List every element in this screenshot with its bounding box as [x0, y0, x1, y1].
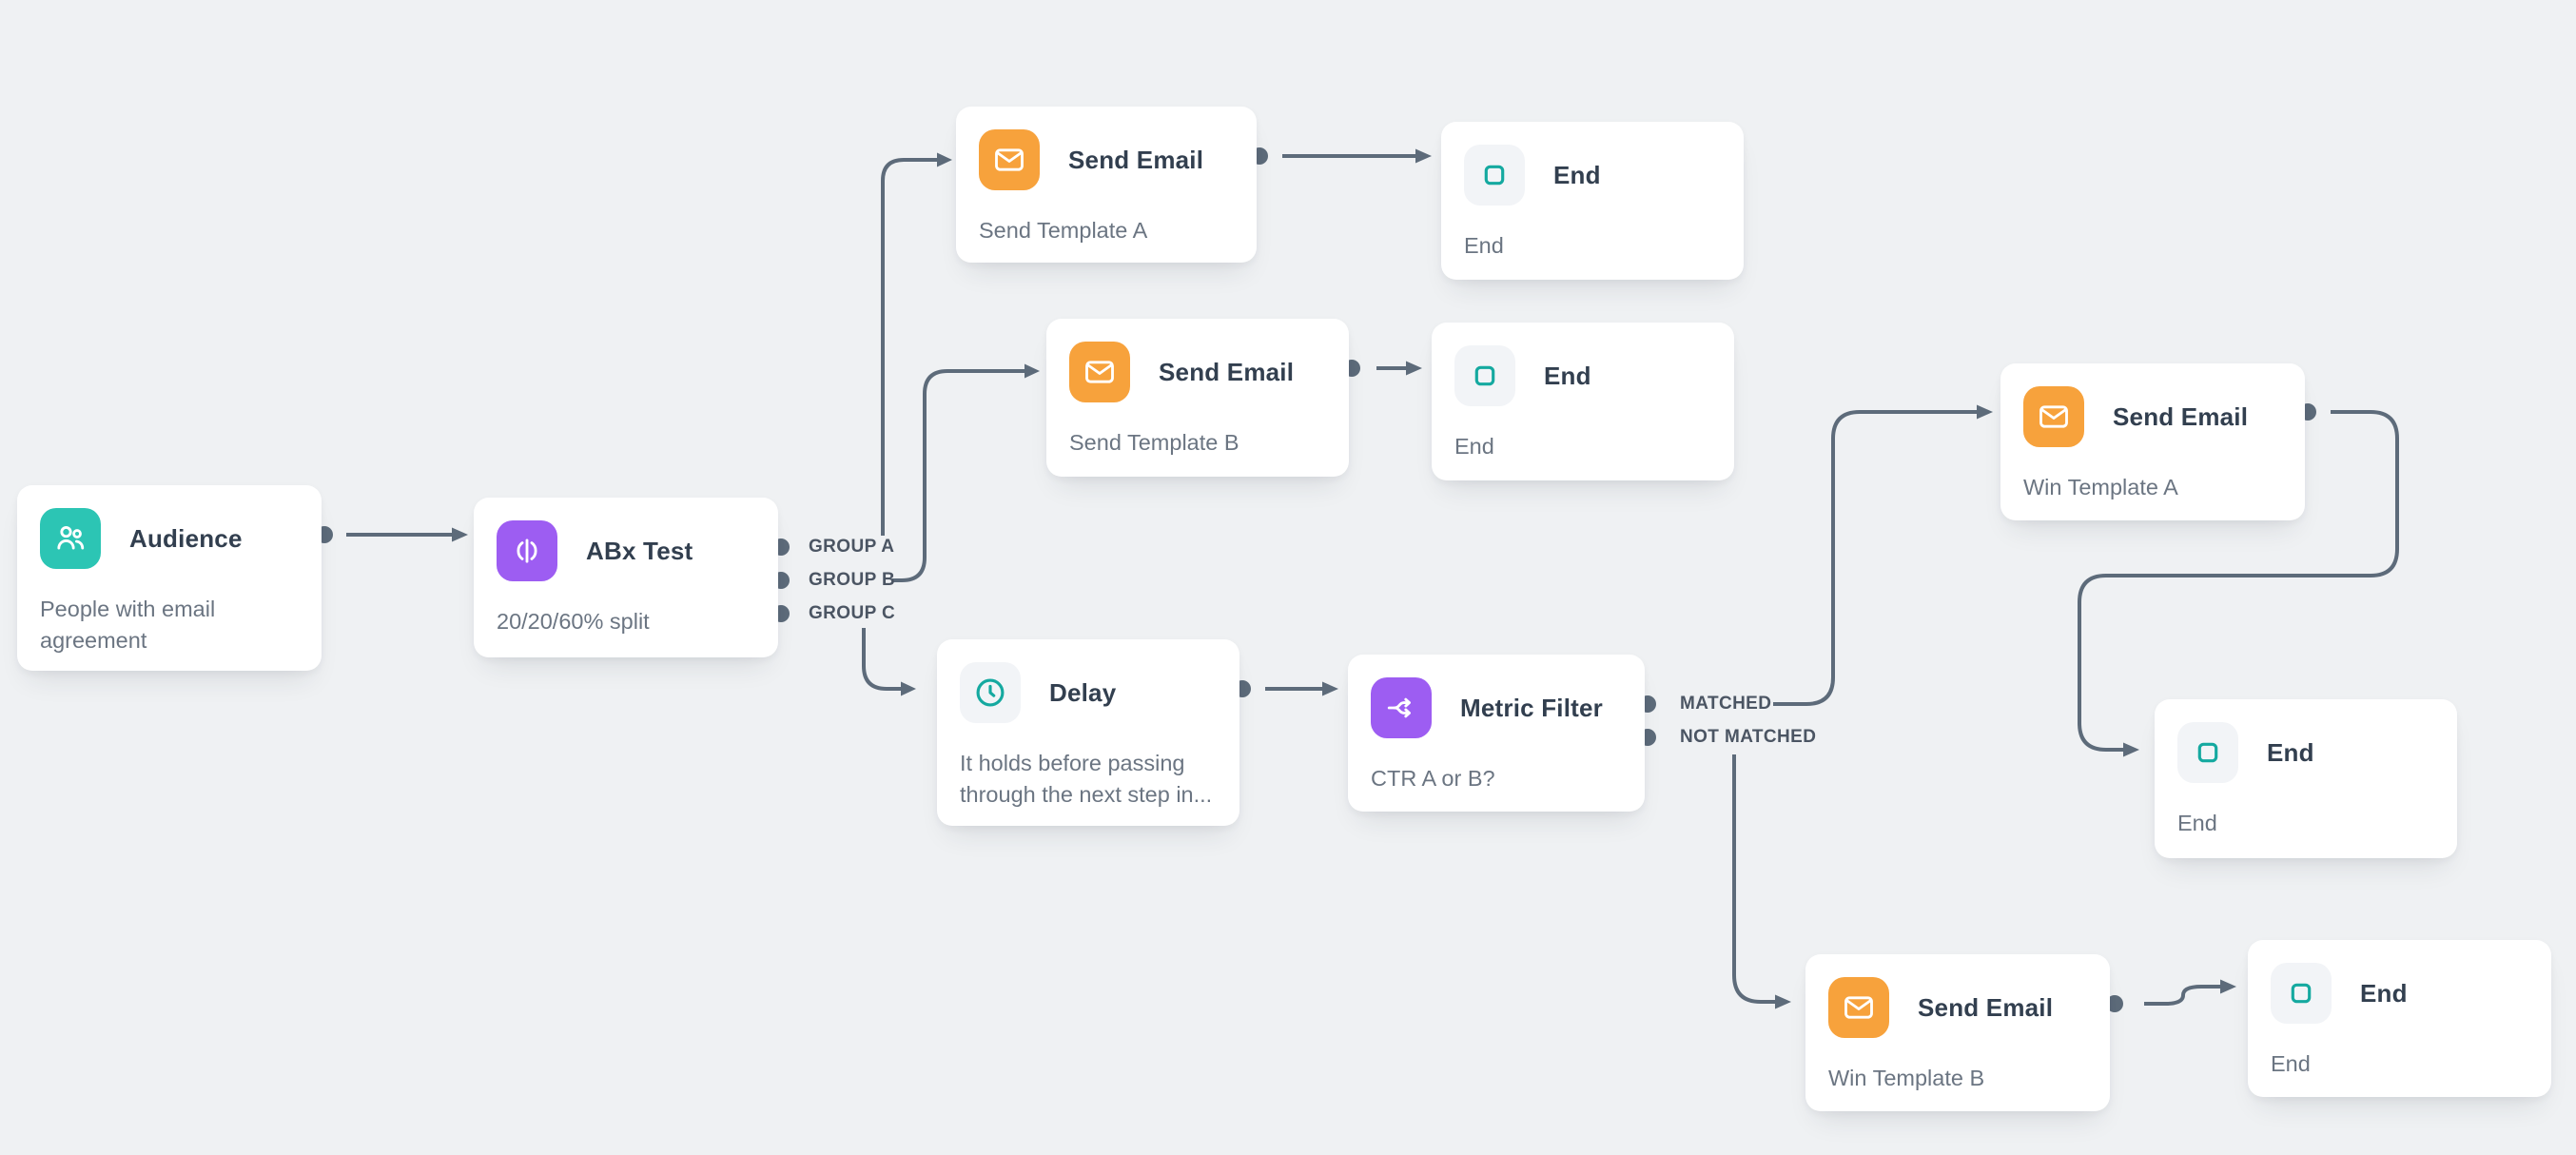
mail-icon — [2023, 386, 2084, 447]
branch-label-matched: MATCHED — [1680, 694, 1772, 714]
node-send-email-b[interactable]: Send Email Send Template B — [1046, 319, 1349, 477]
node-end-3[interactable]: End End — [2155, 699, 2457, 858]
node-title: Audience — [129, 523, 243, 553]
node-title: Metric Filter — [1460, 693, 1603, 722]
node-audience[interactable]: Audience People with email agreement — [17, 485, 322, 671]
node-title: ABx Test — [586, 536, 693, 565]
edge-not-matched-win-b — [1732, 754, 1776, 1004]
branch-label-group-b: GROUP B — [809, 570, 896, 590]
node-title: Send Email — [1918, 992, 2054, 1022]
ab-split-icon — [497, 520, 557, 581]
node-title: End — [1544, 361, 1591, 390]
arrowhead-win-a — [2123, 742, 2139, 757]
mail-icon — [979, 129, 1040, 190]
node-title: End — [2360, 978, 2408, 1008]
edge-matched-win-a — [1773, 410, 1978, 706]
arrowhead-win-b — [2220, 979, 2236, 994]
branch-label-group-c: GROUP C — [809, 603, 896, 623]
arrowhead-group-b — [1025, 363, 1040, 379]
node-title: End — [2267, 737, 2314, 767]
node-title: Send Email — [2113, 401, 2249, 431]
node-title: Send Email — [1068, 145, 1204, 174]
node-description: Send Template A — [979, 218, 1148, 243]
node-description: 20/20/60% split — [497, 609, 650, 634]
arrowhead-matched — [1977, 404, 1993, 420]
node-end-1[interactable]: End End — [1441, 122, 1744, 280]
node-description: Win Template B — [1828, 1066, 1985, 1090]
clock-icon — [960, 662, 1021, 723]
arrowhead-audience-abx — [452, 527, 468, 542]
edge-group-c-delay — [862, 628, 902, 691]
node-description: End — [1464, 233, 1504, 258]
node-send-email-win-b[interactable]: Send Email Win Template B — [1805, 954, 2110, 1111]
end-icon — [2177, 722, 2238, 783]
node-description: End — [2271, 1051, 2311, 1076]
arrowhead-send-a — [1415, 148, 1432, 164]
node-metric-filter[interactable]: Metric Filter CTR A or B? — [1348, 655, 1645, 812]
arrowhead-delay — [1322, 681, 1338, 696]
node-description: Win Template A — [2023, 475, 2178, 499]
node-description: People with email agreement — [40, 597, 216, 654]
node-title: End — [1553, 160, 1601, 189]
end-icon — [1454, 345, 1515, 406]
node-description: Send Template B — [1069, 430, 1239, 455]
edge-group-a-send-a — [881, 158, 938, 536]
edge-win-b-end-4 — [2144, 985, 2221, 1006]
arrowhead-group-a — [937, 152, 952, 167]
mail-icon — [1069, 342, 1130, 402]
node-send-email-win-a[interactable]: Send Email Win Template A — [2000, 363, 2305, 520]
node-description: CTR A or B? — [1371, 766, 1495, 791]
branch-label-group-a: GROUP A — [809, 537, 895, 557]
arrowhead-not-matched — [1775, 994, 1791, 1009]
end-icon — [2271, 963, 2332, 1024]
arrowhead-group-c — [901, 681, 916, 696]
node-delay[interactable]: Delay It holds before passing through th… — [937, 639, 1239, 826]
mail-icon — [1828, 977, 1889, 1038]
end-icon — [1464, 145, 1525, 206]
node-title: Send Email — [1159, 357, 1295, 386]
node-description: It holds before passing through the next… — [960, 751, 1213, 808]
users-icon — [40, 508, 101, 569]
node-end-4[interactable]: End End — [2248, 940, 2551, 1097]
node-description: End — [2177, 811, 2217, 835]
node-description: End — [1454, 434, 1494, 459]
node-abx-test[interactable]: ABx Test 20/20/60% split — [474, 498, 778, 657]
node-title: Delay — [1049, 677, 1117, 707]
branch-icon — [1371, 677, 1432, 738]
arrowhead-send-b — [1406, 361, 1422, 376]
branch-label-not-matched: NOT MATCHED — [1680, 727, 1817, 747]
node-end-2[interactable]: End End — [1432, 323, 1734, 480]
node-send-email-a[interactable]: Send Email Send Template A — [956, 107, 1257, 263]
edge-group-b-send-b — [892, 369, 1025, 582]
